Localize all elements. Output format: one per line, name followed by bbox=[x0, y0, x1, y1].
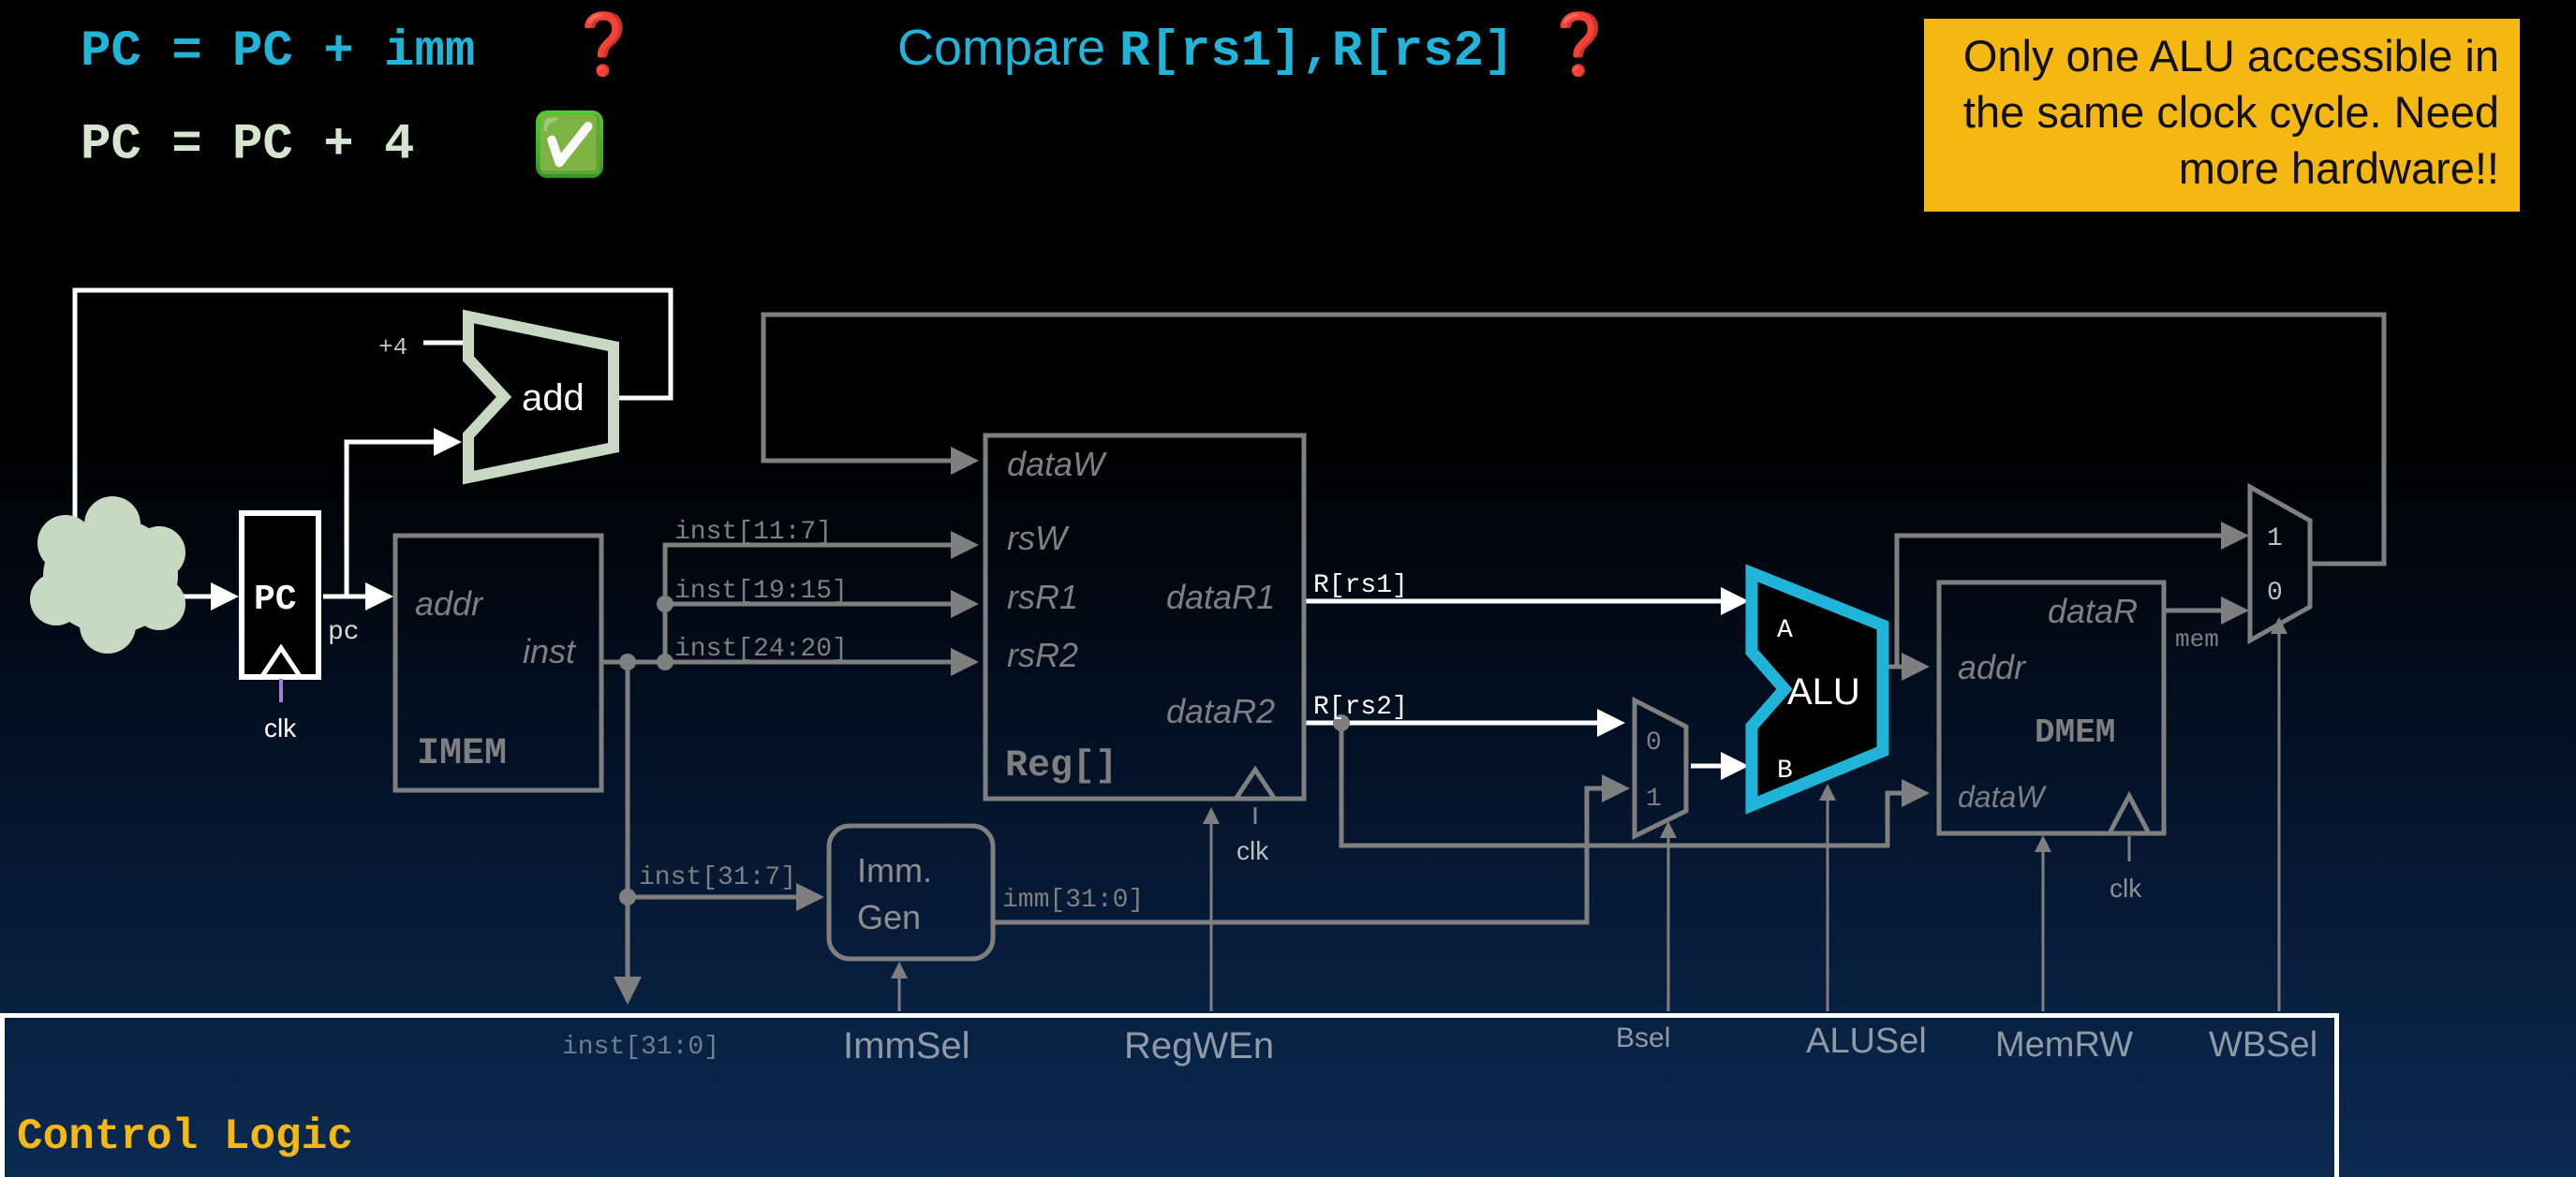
reg-clk-triangle bbox=[1234, 765, 1277, 800]
r-rs1-label: R[rs1] bbox=[1313, 571, 1408, 600]
rs2-to-dmem-wire bbox=[1339, 723, 1930, 848]
r-rs2-label: R[rs2] bbox=[1313, 693, 1408, 722]
pc-clk-label: clk bbox=[264, 714, 297, 743]
question-icon: ❓ bbox=[1542, 10, 1618, 78]
pc-out-label: pc bbox=[328, 618, 360, 647]
reg-rsW-label: rsW bbox=[1007, 519, 1070, 557]
control-logic-title: Control Logic bbox=[17, 1112, 353, 1161]
pc-wires bbox=[72, 287, 1749, 780]
pc-to-adder-wire bbox=[344, 428, 462, 596]
reg-rsR1-label: rsR1 bbox=[1007, 578, 1078, 616]
inst-11-7-label: inst[11:7] bbox=[674, 518, 832, 547]
pc-plus-4-text: PC = PC + 4 bbox=[81, 116, 415, 174]
control-logic-box bbox=[0, 1013, 2339, 1177]
immgen-line2: Gen bbox=[857, 898, 921, 936]
pc-clk-triangle bbox=[259, 643, 303, 678]
writeback-wire bbox=[761, 312, 2387, 566]
alu-to-wbmux-wire bbox=[1894, 522, 2249, 667]
reg-dataW-label: dataW bbox=[1007, 445, 1107, 483]
note-line: more hardware!! bbox=[2178, 143, 2499, 193]
imm-wire bbox=[993, 774, 1630, 925]
note-box: Only one ALU accessible in the same cloc… bbox=[1924, 19, 2520, 212]
control-inst-label: inst[31:0] bbox=[562, 1033, 719, 1062]
reg-clk-label: clk bbox=[1236, 836, 1269, 865]
compare-line: Compare R[rs1],R[rs2] ❓ bbox=[897, 9, 1617, 81]
pc-label: PC bbox=[254, 580, 297, 620]
compare-prefix: Compare bbox=[897, 20, 1106, 76]
check-icon: ✅ bbox=[536, 110, 604, 178]
pc-plus-imm-text: PC = PC + imm bbox=[81, 23, 476, 81]
alu-b-label: B bbox=[1777, 757, 1793, 786]
regwen-label: RegWEn bbox=[1124, 1025, 1274, 1067]
note-line: the same clock cycle. Need bbox=[1962, 87, 2499, 137]
bsel-label: Bsel bbox=[1616, 1023, 1670, 1053]
compare-regs: R[rs1],R[rs2] bbox=[1119, 23, 1515, 81]
alusel-label: ALUSel bbox=[1806, 1022, 1927, 1061]
wbmux-in0: 0 bbox=[2267, 579, 2283, 608]
reg-dataR2-label: dataR2 bbox=[1166, 692, 1275, 730]
bmux-in1: 1 bbox=[1646, 785, 1662, 814]
imem-inst-label: inst bbox=[523, 632, 577, 670]
imem-name: IMEM bbox=[417, 733, 507, 775]
imm-label: imm[31:0] bbox=[1002, 886, 1144, 915]
control-signal-wires bbox=[891, 617, 2287, 1011]
imem-block bbox=[392, 533, 604, 793]
wbsel-label: WBSel bbox=[2209, 1025, 2317, 1065]
dmem-addr-label: addr bbox=[1958, 648, 2027, 686]
regfile-block bbox=[983, 433, 1307, 802]
immgen-line1: Imm. bbox=[857, 851, 932, 890]
pc-plus-imm-line: PC = PC + imm ❓ bbox=[81, 9, 641, 83]
inst-11-7-wire bbox=[662, 531, 979, 662]
dmem-block bbox=[1936, 580, 2167, 836]
pc-mux-cloud bbox=[30, 496, 185, 654]
bmux-in0: 0 bbox=[1646, 728, 1662, 758]
gray-wires bbox=[601, 312, 2387, 1005]
wbmux-in1: 1 bbox=[2267, 524, 2283, 553]
mem-label: mem bbox=[2175, 625, 2219, 654]
dmem-dataR-label: dataR bbox=[2048, 592, 2138, 630]
alu-shape bbox=[1745, 564, 1889, 815]
regfile-name: Reg[] bbox=[1005, 745, 1118, 787]
inst-24-20-label: inst[24:20] bbox=[674, 635, 848, 664]
bmux-shape bbox=[1632, 696, 1689, 841]
inst-19-15-label: inst[19:15] bbox=[674, 577, 848, 606]
alu-a-label: A bbox=[1777, 616, 1793, 645]
immgen-block bbox=[826, 823, 996, 962]
note-line: Only one ALU accessible in bbox=[1962, 31, 2499, 81]
wbmux-shape bbox=[2247, 482, 2313, 645]
alu-label: ALU bbox=[1787, 671, 1860, 713]
imem-addr-label: addr bbox=[415, 584, 484, 623]
question-icon: ❓ bbox=[566, 16, 642, 83]
inst-31-7-label: inst[31:7] bbox=[639, 863, 796, 892]
adder-label: add bbox=[522, 377, 585, 419]
reg-rsR2-label: rsR2 bbox=[1007, 636, 1078, 674]
plus4-label: +4 bbox=[378, 333, 407, 361]
adder-shape bbox=[463, 309, 619, 485]
dmem-clk-triangle bbox=[2108, 790, 2151, 833]
adder-feedback-wire bbox=[72, 287, 674, 529]
memrw-label: MemRW bbox=[1995, 1025, 2133, 1065]
dmem-clk-label: clk bbox=[2110, 874, 2142, 903]
reg-dataR1-label: dataR1 bbox=[1166, 578, 1275, 616]
pc-plus-4-line: PC = PC + 4 ✅ bbox=[81, 110, 603, 178]
dmem-dataW-label: dataW bbox=[1958, 780, 2047, 814]
dmem-name: DMEM bbox=[2035, 714, 2115, 752]
junction-dots bbox=[619, 596, 1350, 905]
immsel-label: ImmSel bbox=[843, 1025, 970, 1067]
